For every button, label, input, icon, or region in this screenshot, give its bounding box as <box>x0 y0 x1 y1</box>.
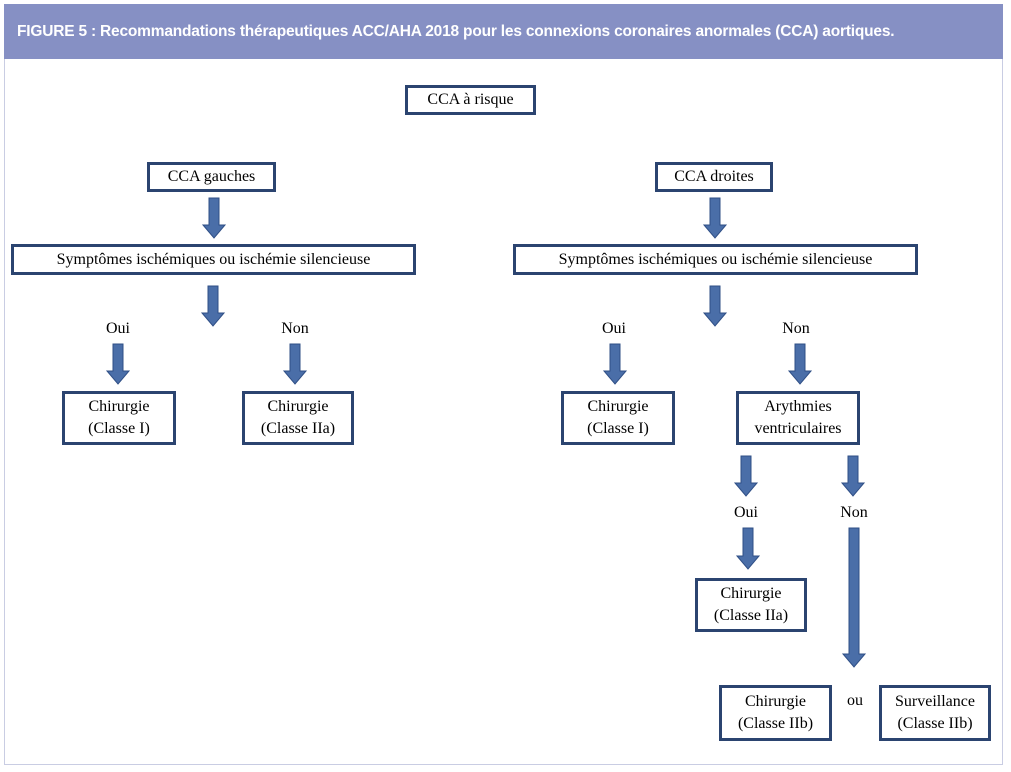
label-ou: ou <box>847 692 863 709</box>
label-arr-non: Non <box>840 504 868 521</box>
node-line-1: Chirurgie <box>720 585 782 602</box>
label-right-oui: Oui <box>602 320 626 337</box>
arrow-down-icon <box>841 527 867 668</box>
node-line-2: (Classe IIb) <box>737 715 814 732</box>
arrow-down-icon <box>602 343 628 385</box>
label-left-oui: Oui <box>106 320 130 337</box>
node-cca-a-risque: CCA à risque <box>405 85 536 115</box>
node-line-1: Chirurgie <box>587 398 649 415</box>
arrow-down-icon <box>840 455 866 497</box>
label-right-non: Non <box>782 320 810 337</box>
node-label: CCA gauches <box>167 168 256 185</box>
arrow-down-icon <box>201 197 227 239</box>
node-left-symptoms: Symptômes ischémiques ou ischémie silenc… <box>11 244 416 275</box>
node-line-2: (Classe I) <box>587 420 649 437</box>
arrow-down-icon <box>733 455 759 497</box>
arrow-down-icon <box>105 343 131 385</box>
label-left-non: Non <box>281 320 309 337</box>
node-line-2: (Classe IIa) <box>260 420 336 437</box>
node-line-2: (Classe IIa) <box>713 607 789 624</box>
arrow-down-icon <box>787 343 813 385</box>
arrow-down-icon <box>282 343 308 385</box>
arrow-down-icon <box>200 285 226 327</box>
node-right-chirurgie-classe-i: Chirurgie (Classe I) <box>561 391 675 445</box>
node-line-1: Chirurgie <box>267 398 329 415</box>
node-left-chirurgie-classe-iia: Chirurgie (Classe IIa) <box>242 391 354 445</box>
figure-title: FIGURE 5 : Recommandations thérapeutique… <box>4 4 1003 59</box>
node-line-1: Arythmies <box>764 398 832 415</box>
node-cca-gauches: CCA gauches <box>147 162 276 192</box>
node-line-1: Chirurgie <box>744 693 807 710</box>
node-label: CCA à risque <box>427 91 514 108</box>
node-line-2: (Classe IIb) <box>897 715 973 732</box>
node-right-symptoms: Symptômes ischémiques ou ischémie silenc… <box>513 244 918 275</box>
figure-frame <box>4 4 1003 765</box>
arrow-down-icon <box>735 527 761 570</box>
node-surveillance-classe-iib: Surveillance (Classe IIb) <box>879 685 991 741</box>
node-arythmies-ventriculaires: Arythmies ventriculaires <box>736 391 860 445</box>
node-label: Symptômes ischémiques ou ischémie silenc… <box>558 250 873 268</box>
arrow-down-icon <box>702 197 728 239</box>
node-line-1: Surveillance <box>895 693 975 710</box>
arrow-down-icon <box>702 285 728 327</box>
node-arr-chirurgie-classe-iib: Chirurgie (Classe IIb) <box>719 685 832 741</box>
node-label: Symptômes ischémiques ou ischémie silenc… <box>56 250 371 268</box>
label-arr-oui: Oui <box>734 504 758 521</box>
node-left-chirurgie-classe-i: Chirurgie (Classe I) <box>62 391 176 445</box>
node-cca-droites: CCA droites <box>655 162 773 192</box>
node-line-2: ventriculaires <box>754 420 842 437</box>
node-line-2: (Classe I) <box>88 420 150 437</box>
node-label: CCA droites <box>674 168 754 185</box>
node-line-1: Chirurgie <box>88 398 150 415</box>
node-arr-chirurgie-classe-iia: Chirurgie (Classe IIa) <box>695 578 807 632</box>
